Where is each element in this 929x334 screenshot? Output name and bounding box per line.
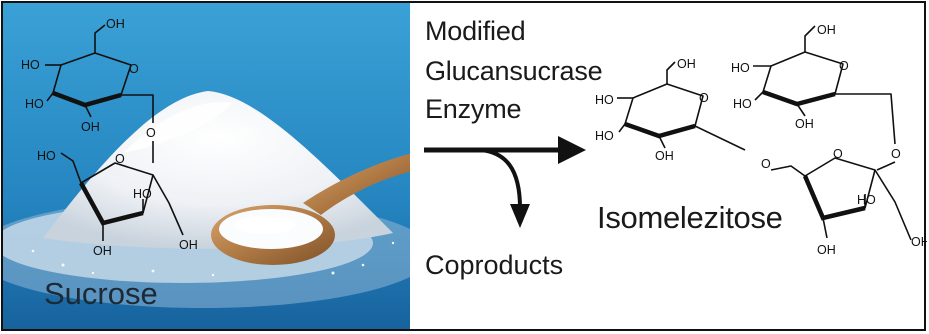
svg-text:O: O [891,147,901,161]
enzyme-label-line-2: Glucansucrase [425,56,603,86]
enzyme-label-line-3: Enzyme [425,94,522,124]
svg-text:OH: OH [817,23,836,37]
svg-text:O: O [146,126,156,140]
svg-text:OH: OH [655,149,674,163]
svg-text:O: O [839,59,849,73]
side-arrow-head [510,204,530,228]
svg-text:HO: HO [25,97,44,111]
isomelezitose-label: Isomelezitose [597,200,783,235]
svg-text:O: O [761,157,771,171]
svg-text:O: O [115,152,125,166]
svg-text:O: O [699,91,709,105]
svg-text:OH: OH [93,244,112,258]
sucrose-photo-panel: OH O HO HO OH O O HO [3,3,410,331]
svg-text:OH: OH [911,235,927,249]
main-arrow-head [558,136,586,164]
svg-text:HO: HO [595,93,614,107]
svg-text:OH: OH [677,57,696,71]
sucrose-structure: OH O HO HO OH O O HO [21,17,198,258]
svg-text:HO: HO [595,129,614,143]
side-arrow-curve [479,148,522,209]
svg-text:HO: HO [37,149,56,163]
sucrose-photo: OH O HO HO OH O O HO [3,3,410,331]
svg-text:HO: HO [857,193,876,207]
sucrose-label: Sucrose [44,276,158,311]
svg-text:OH: OH [81,120,100,134]
svg-text:O: O [833,147,843,161]
svg-text:O: O [129,62,139,76]
enzyme-label-line-1: Modified [425,16,526,46]
svg-text:OH: OH [817,243,836,257]
svg-text:OH: OH [795,117,814,131]
svg-text:HO: HO [731,61,750,75]
svg-text:HO: HO [133,187,152,201]
isomelezitose-structure: OH O HO HO OH O O HO OH OH OH O HO HO OH [595,23,927,257]
coproducts-label: Coproducts [425,250,564,280]
svg-text:OH: OH [106,17,125,31]
reaction-arrows [424,136,586,228]
svg-text:OH: OH [179,238,198,252]
svg-text:HO: HO [21,58,40,72]
svg-text:HO: HO [733,97,752,111]
